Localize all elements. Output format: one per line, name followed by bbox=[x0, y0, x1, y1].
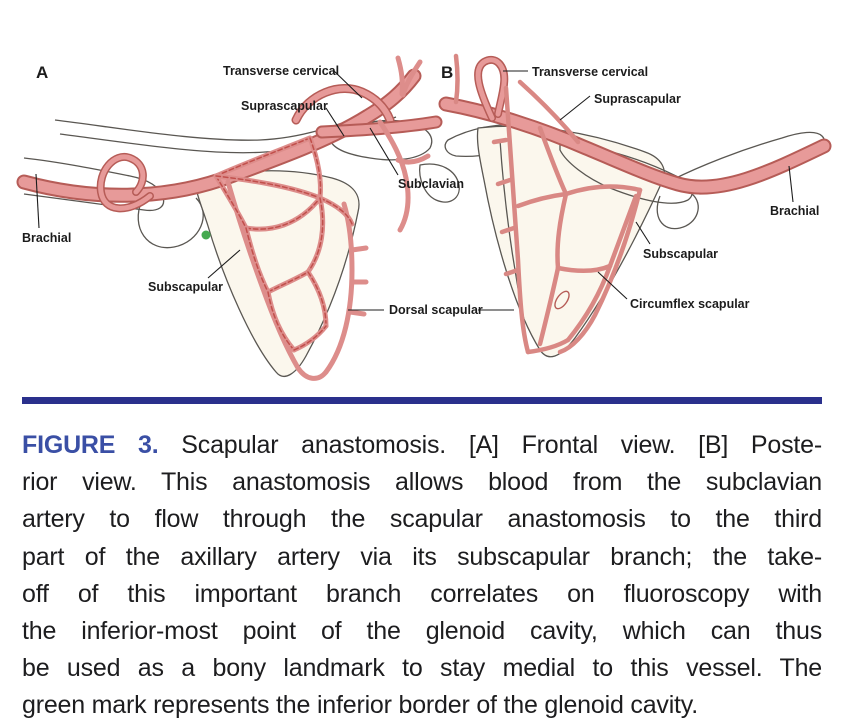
anastomosis-network-a bbox=[213, 135, 355, 353]
caption-line-7: be used as a bony landmark to stay media… bbox=[22, 654, 822, 683]
panel-a-letter: A bbox=[36, 63, 48, 82]
panel-b-letter: B bbox=[441, 63, 453, 82]
caption-line-8: green mark represents the inferior borde… bbox=[22, 691, 698, 720]
bones-b bbox=[444, 124, 825, 358]
caption-line-2: rior view. This anastomosis allows blood… bbox=[22, 468, 822, 497]
label-suprascapular-b: Suprascapular bbox=[594, 92, 681, 106]
lateral-border-artery-b bbox=[557, 187, 643, 355]
green-glenoid-mark bbox=[201, 230, 211, 240]
label-brachial-b: Brachial bbox=[770, 204, 819, 218]
label-subscapular-b: Subscapular bbox=[643, 247, 718, 261]
caption-line-6: the inferior-most point of the glenoid c… bbox=[22, 617, 822, 646]
panel-b-drawing: B Transverse cervical Suprascapular Brac… bbox=[438, 53, 832, 358]
caption-line-3: artery to flow through the scapular anas… bbox=[22, 505, 822, 534]
suprascapular-artery-b bbox=[517, 79, 581, 145]
label-subscapular-a: Subscapular bbox=[148, 280, 223, 294]
figure-caption: FIGURE 3. Scapular anastomosis. [A] Fron… bbox=[22, 427, 822, 725]
anastomosis-network-b bbox=[515, 125, 643, 355]
anatomy-figure: A Transverse cervical Suprascapular Subc… bbox=[16, 53, 832, 381]
label-dorsal-scapular: Dorsal scapular bbox=[389, 303, 483, 317]
dorsal-scapular-artery-b bbox=[491, 85, 531, 355]
transverse-cervical-artery-a bbox=[291, 55, 423, 125]
figure-divider-rule bbox=[22, 397, 822, 404]
label-transverse-cervical-b: Transverse cervical bbox=[532, 65, 648, 79]
caption-line-4: part of the axillary artery via its subs… bbox=[22, 542, 822, 571]
panel-a-drawing: A Transverse cervical Suprascapular Subc… bbox=[16, 55, 514, 381]
leader-lines-a bbox=[35, 69, 514, 311]
caption-line-1: FIGURE 3. Scapular anastomosis. [A] Fron… bbox=[22, 427, 822, 464]
transverse-cervical-artery-b bbox=[453, 53, 509, 122]
caption-line-5: off of this important branch correlates … bbox=[22, 579, 822, 608]
label-suprascapular-a: Suprascapular bbox=[241, 99, 328, 113]
label-circumflex-scapular-b: Circumflex scapular bbox=[630, 297, 750, 311]
leader-lines-b bbox=[503, 70, 794, 300]
label-transverse-cervical-a: Transverse cervical bbox=[223, 64, 339, 78]
label-subclavian-a: Subclavian bbox=[398, 177, 464, 191]
figure-number: FIGURE 3. bbox=[22, 431, 159, 459]
humeral-loop-artery-a bbox=[96, 152, 154, 213]
subclavian-artery-a bbox=[315, 115, 443, 233]
caption-line-1-text: Scapular anastomosis. [A] Frontal view. … bbox=[181, 431, 822, 459]
label-brachial-a: Brachial bbox=[22, 231, 71, 245]
